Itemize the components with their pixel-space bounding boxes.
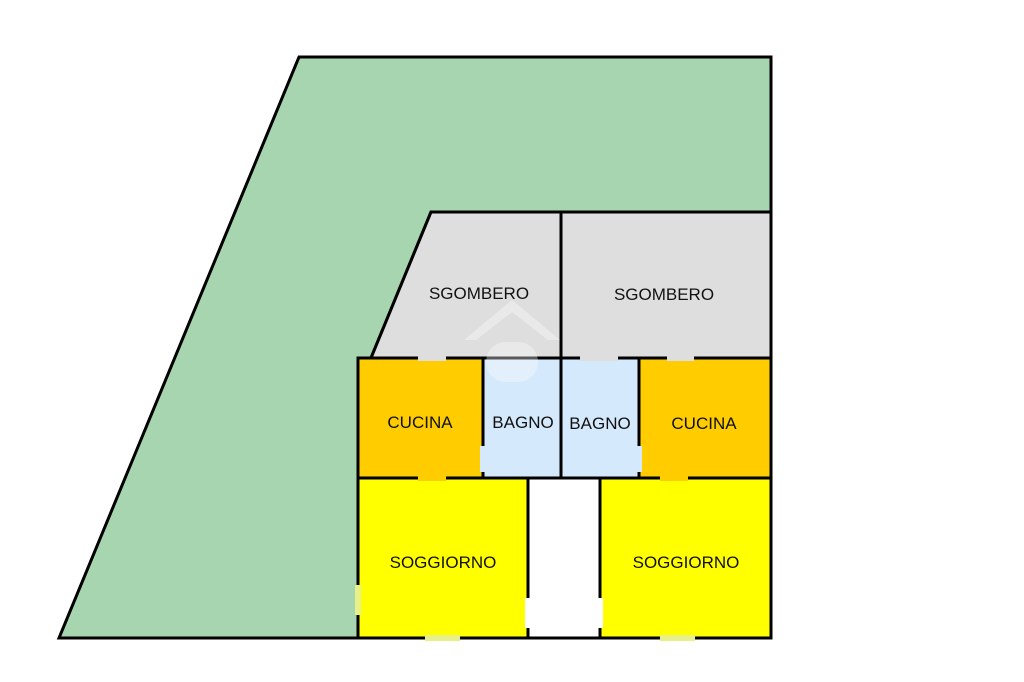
living-right-label: SOGGIORNO	[633, 553, 740, 572]
house-watermark-icon	[464, 300, 560, 382]
living-right-room	[598, 476, 773, 640]
storage-right-label: SGOMBERO	[614, 285, 714, 304]
kitchen-right-label: CUCINA	[671, 414, 737, 433]
bathroom-left-label: BAGNO	[492, 413, 553, 432]
storage-right-room	[559, 210, 773, 360]
kitchen-left-label: CUCINA	[387, 413, 453, 432]
living-left-label: SOGGIORNO	[390, 553, 497, 572]
corridor	[526, 476, 602, 640]
door-openings	[355, 355, 695, 641]
kitchen-right-room	[637, 356, 773, 480]
bathroom-right-label: BAGNO	[569, 414, 630, 433]
storage-left-label: SGOMBERO	[429, 284, 529, 303]
